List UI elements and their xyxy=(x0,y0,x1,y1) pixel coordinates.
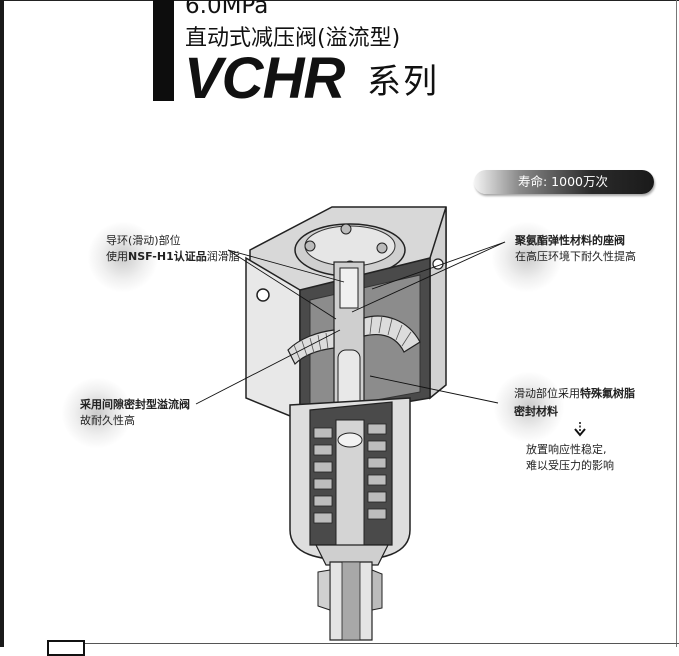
bottom-page-box xyxy=(47,640,85,656)
note-sliding-line3: 放置响应性稳定, xyxy=(526,443,607,456)
bottom-rule xyxy=(47,643,679,644)
lifetime-badge: 寿命: 1000万次 xyxy=(474,170,654,194)
note-sliding-line2: 密封材料 xyxy=(514,405,558,418)
page-frame-right xyxy=(676,0,677,647)
note-glow-seat xyxy=(492,222,562,292)
valve-type-title: 直动式减压阀(溢流型) xyxy=(185,26,401,51)
note-guide-ring-line1: 导环(滑动)部位 xyxy=(106,234,181,247)
model-name: VCHR xyxy=(184,46,345,111)
note-sliding-prefix: 滑动部位采用 xyxy=(514,387,580,400)
note-sliding-line1: 滑动部位采用特殊氟树脂 xyxy=(514,386,635,402)
note-relief-line2: 故耐久性高 xyxy=(80,414,135,427)
note-relief-line1: 采用间隙密封型溢流阀 xyxy=(80,398,190,411)
note-glow-relief xyxy=(62,378,132,448)
note-seat-line2: 在高压环境下耐久性提高 xyxy=(515,250,636,263)
page-frame-left xyxy=(0,0,4,647)
title-accent-bar xyxy=(153,0,174,101)
note-guide-ring-suffix: 润滑脂 xyxy=(206,250,240,263)
pressure-rating: 6.0MPa xyxy=(185,0,269,19)
note-sliding-bold: 特殊氟树脂 xyxy=(580,387,635,400)
note-seat-line1: 聚氨酯弹性材料的座阀 xyxy=(515,234,625,247)
down-arrow-icon xyxy=(574,422,586,437)
note-guide-ring-line2: 使用NSF-H1认证品润滑脂 xyxy=(106,249,240,265)
lifetime-badge-text: 寿命: 1000万次 xyxy=(518,174,608,189)
note-guide-ring-prefix: 使用 xyxy=(106,250,128,263)
note-glow-guide xyxy=(88,222,158,292)
page-frame-top xyxy=(0,0,679,1)
note-glow-sliding xyxy=(494,372,564,442)
note-sliding-line4: 难以受压力的影响 xyxy=(526,459,614,472)
series-label: 系列 xyxy=(367,62,439,102)
note-guide-ring-bold: NSF-H1认证品 xyxy=(128,250,207,263)
